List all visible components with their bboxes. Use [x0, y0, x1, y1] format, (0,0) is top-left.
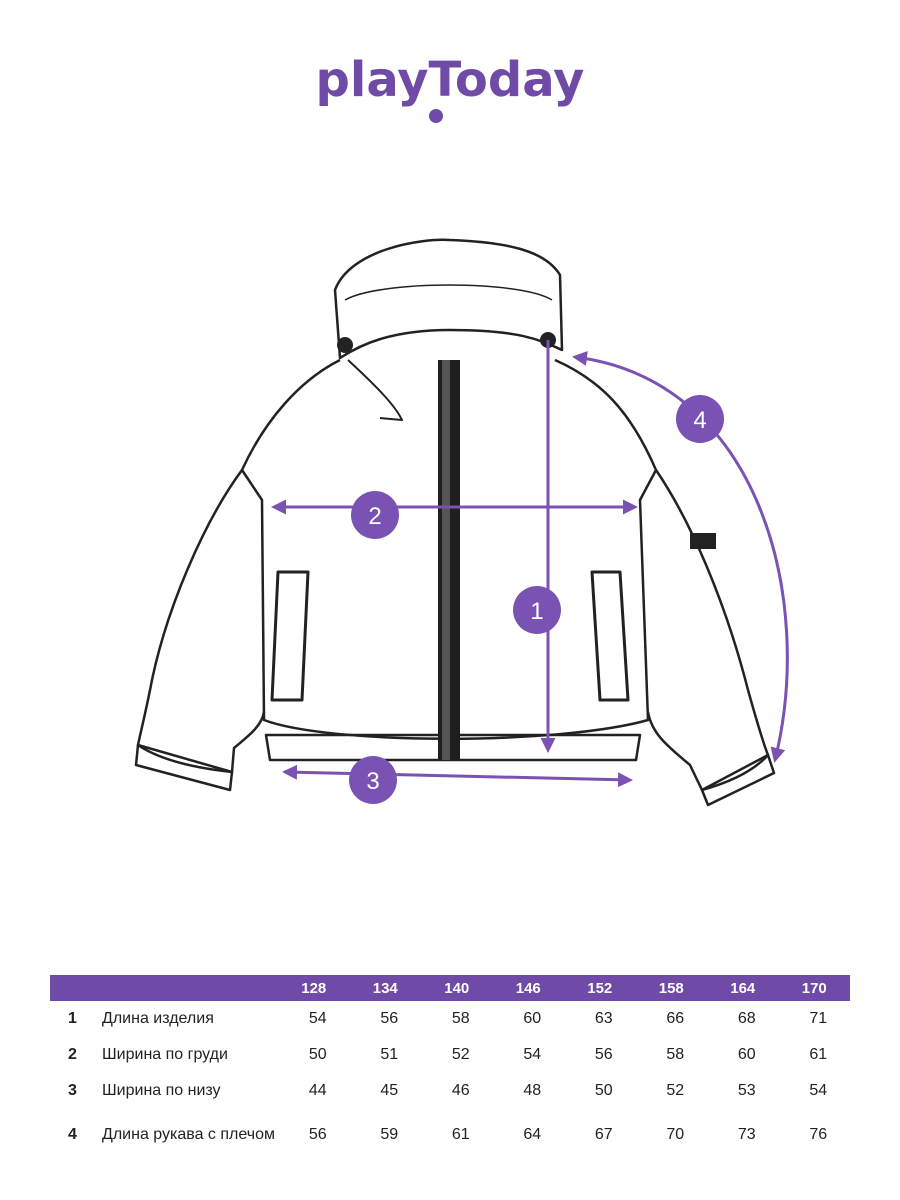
right-cuff: [700, 753, 776, 807]
cell-value: 66: [666, 1010, 685, 1027]
cell-value: 61: [809, 1046, 828, 1063]
size-header: 146: [515, 979, 541, 997]
row-number: 1: [68, 1010, 77, 1027]
sleeve-badge: [690, 533, 716, 549]
cell-value: 60: [737, 1046, 756, 1063]
table-row: 2 Ширина по груди 50 51 52 54 56 58 60 6…: [50, 1037, 850, 1073]
table-row: 3 Ширина по низу 44 45 46 48 50 52 53 54: [50, 1073, 850, 1109]
size-header: 164: [730, 979, 756, 997]
cell-value: 68: [737, 1010, 756, 1027]
cell-value: 73: [737, 1126, 756, 1143]
cell-value: 56: [380, 1010, 399, 1027]
row-label: Ширина по низу: [102, 1082, 221, 1099]
row-number: 2: [68, 1046, 77, 1063]
cell-value: 54: [523, 1046, 542, 1063]
cell-value: 52: [451, 1046, 470, 1063]
size-header: 152: [587, 979, 613, 997]
cell-value: 59: [380, 1126, 399, 1143]
cell-value: 50: [308, 1046, 327, 1063]
cell-value: 54: [809, 1082, 828, 1099]
cell-value: 58: [666, 1046, 685, 1063]
marker-1: 1: [513, 586, 561, 634]
cell-value: 60: [523, 1010, 542, 1027]
brand-logo: playToday: [316, 52, 585, 123]
cell-value: 44: [308, 1082, 327, 1099]
cell-value: 50: [594, 1082, 613, 1099]
svg-text:1: 1: [530, 598, 543, 625]
size-header: 140: [444, 979, 470, 997]
marker-4: 4: [676, 395, 724, 443]
cell-value: 52: [666, 1082, 685, 1099]
size-header: 134: [372, 979, 398, 997]
size-table: 128 134 140 146 152 158 164 170 1 Длина …: [50, 975, 850, 1161]
cell-value: 54: [308, 1010, 327, 1027]
table-row: 1 Длина изделия 54 56 58 60 63 66 68 71: [50, 1001, 850, 1037]
marker-2: 2: [351, 491, 399, 539]
row-label: Длина рукава с плечом: [102, 1126, 275, 1143]
size-header: 128: [301, 979, 327, 997]
jacket-diagram: 1 2 3 4: [134, 238, 789, 807]
cell-value: 58: [451, 1010, 470, 1027]
right-sleeve: [646, 469, 770, 792]
cell-value: 61: [451, 1126, 470, 1143]
cell-value: 63: [594, 1010, 613, 1027]
left-cuff: [134, 743, 234, 792]
row-label: Ширина по груди: [102, 1046, 228, 1063]
measure-line-3: [282, 764, 633, 788]
cell-value: 70: [666, 1126, 685, 1143]
cell-value: 46: [451, 1082, 470, 1099]
brand-logo-text: playToday: [316, 52, 585, 108]
left-pocket: [270, 570, 310, 702]
cell-value: 71: [809, 1010, 828, 1027]
svg-text:2: 2: [368, 503, 381, 530]
logo-dot: [429, 109, 443, 123]
svg-text:4: 4: [693, 407, 706, 434]
row-number: 3: [68, 1082, 77, 1099]
cell-value: 53: [737, 1082, 756, 1099]
cell-value: 67: [594, 1126, 613, 1143]
row-number: 4: [68, 1126, 77, 1143]
cell-value: 56: [594, 1046, 613, 1063]
cell-value: 45: [380, 1082, 399, 1099]
cell-value: 48: [523, 1082, 542, 1099]
cell-value: 64: [523, 1126, 542, 1143]
size-header: 170: [801, 979, 827, 997]
row-label: Длина изделия: [102, 1010, 214, 1027]
cell-value: 56: [308, 1126, 327, 1143]
size-header-row: 128 134 140 146 152 158 164 170: [50, 975, 850, 1001]
measure-line-4: [572, 351, 789, 763]
cell-value: 76: [809, 1126, 828, 1143]
size-header: 158: [658, 979, 684, 997]
table-row: 4 Длина рукава с плечом 56 59 61 64 67 7…: [50, 1109, 850, 1161]
svg-text:3: 3: [366, 768, 379, 795]
hood-toggle-left: [337, 337, 353, 353]
left-sleeve: [136, 469, 266, 774]
cell-value: 51: [380, 1046, 399, 1063]
marker-3: 3: [349, 756, 397, 804]
right-pocket: [590, 570, 630, 702]
hood: [333, 238, 564, 360]
